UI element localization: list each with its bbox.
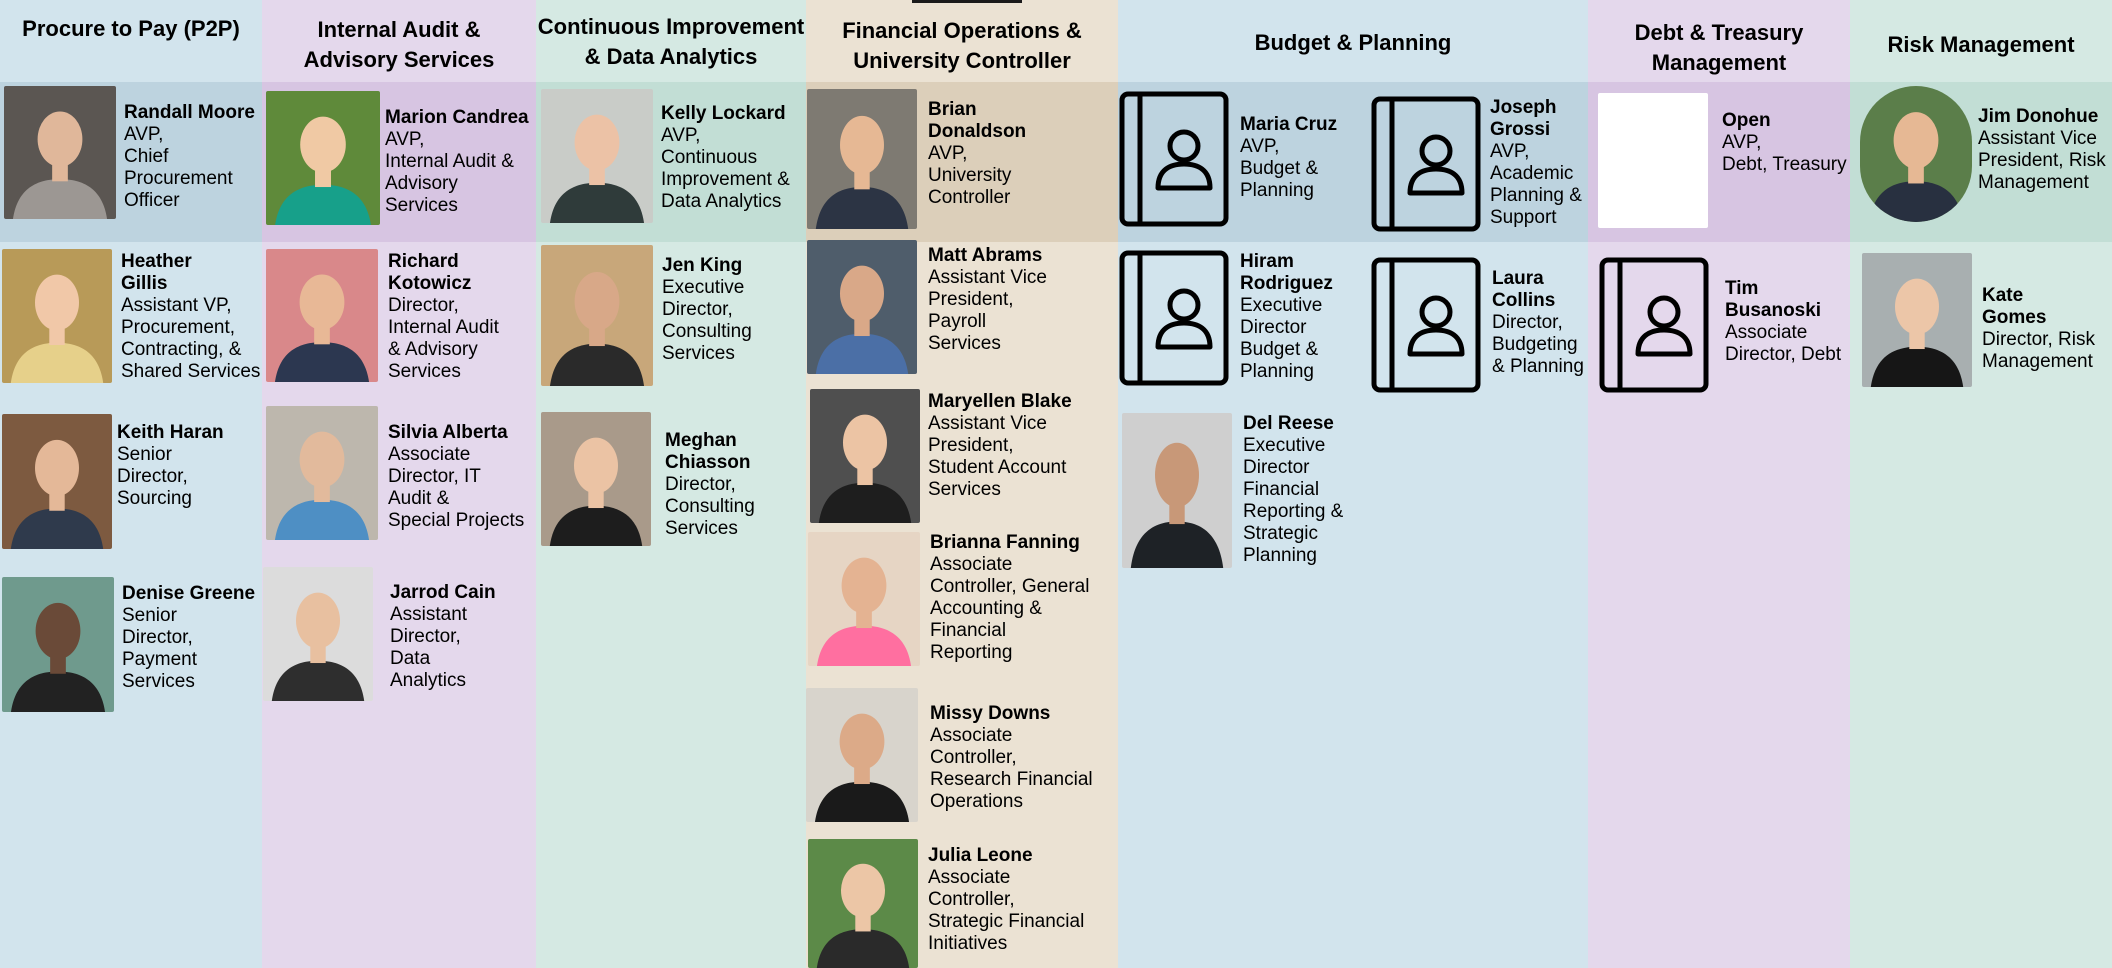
column-header: Procure to Pay (P2P)	[22, 16, 240, 41]
person-title: Director, Consulting Services	[665, 474, 755, 539]
person-photo	[266, 91, 380, 225]
person-name: Maryellen Blake	[928, 391, 1072, 412]
person-photo-placeholder	[1598, 93, 1708, 228]
person-name: Jim Donohue	[1978, 106, 2099, 127]
person-photo	[4, 86, 116, 219]
person-photo	[1860, 86, 1972, 222]
person-photo	[807, 89, 917, 229]
person-photo	[266, 406, 378, 540]
person-name: Denise Greene	[122, 583, 256, 604]
column-debt-treasury: Debt & Treasury Management Open AVP, Deb…	[1588, 0, 1850, 968]
person-name: Maria Cruz	[1240, 114, 1338, 135]
person-name: Laura Collins	[1492, 268, 1556, 311]
column-internal-audit: Internal Audit & Advisory Services Mario…	[262, 0, 536, 968]
person-name: Julia Leone	[928, 845, 1033, 866]
person-name: Matt Abrams	[928, 245, 1043, 266]
person-title: Director, Risk Management	[1982, 329, 2095, 372]
top-center-notch	[912, 0, 1022, 3]
contact-book-icon	[1598, 256, 1710, 394]
person-photo	[1862, 253, 1972, 387]
person-title: Senior Director, Payment Services	[122, 605, 197, 692]
person-title: Director, Internal Audit & Advisory Serv…	[388, 295, 499, 382]
person-name: Brianna Fanning	[930, 532, 1080, 553]
column-header: Financial Operations & University Contro…	[842, 18, 1082, 73]
person-name: Hiram Rodriguez	[1240, 251, 1333, 294]
contact-book-icon	[1370, 256, 1482, 394]
person-photo	[541, 245, 653, 386]
person-title: Executive Director, Consulting Services	[662, 277, 752, 364]
person-title: Assistant VP, Procurement, Contracting, …	[121, 295, 261, 382]
person-title: Associate Director, IT Audit & Special P…	[388, 444, 525, 531]
person-name: Del Reese	[1243, 413, 1334, 434]
contact-book-icon	[1118, 249, 1230, 387]
person-photo	[2, 577, 114, 712]
person-name: Kate Gomes	[1982, 285, 2047, 328]
person-name: Keith Haran	[117, 422, 224, 443]
column-financial-operations: Financial Operations & University Contro…	[806, 0, 1118, 968]
person-name: Heather Gillis	[121, 251, 192, 294]
person-name: Silvia Alberta	[388, 422, 508, 443]
column-header: Budget & Planning	[1254, 30, 1452, 55]
person-name: Randall Moore	[124, 102, 255, 123]
person-photo	[808, 839, 918, 968]
person-photo	[2, 249, 112, 383]
person-photo	[1122, 413, 1232, 568]
person-name: Jarrod Cain	[390, 582, 496, 603]
person-title: Associate Controller, Research Financial…	[930, 725, 1093, 812]
person-photo	[808, 532, 920, 666]
person-title: Associate Controller, General Accounting…	[930, 554, 1090, 663]
person-name: Tim Busanoski	[1725, 278, 1822, 321]
person-name: Open	[1722, 110, 1771, 131]
person-title: Assistant Vice President, Student Accoun…	[928, 413, 1067, 500]
person-photo	[263, 567, 373, 701]
person-photo	[807, 240, 917, 374]
person-photo	[541, 89, 653, 223]
person-photo	[266, 249, 378, 382]
person-name: Jen King	[662, 255, 743, 276]
person-title: Associate Director, Debt	[1725, 322, 1842, 365]
person-name: Missy Downs	[930, 703, 1051, 724]
column-header: Debt & Treasury Management	[1634, 20, 1804, 75]
column-header: Risk Management	[1887, 32, 2075, 57]
person-title: AVP, University Controller	[928, 143, 1012, 208]
person-title: AVP, Budget & Planning	[1240, 136, 1319, 201]
person-title: Executive Director Financial Reporting &…	[1243, 435, 1344, 566]
person-photo	[810, 389, 920, 523]
person-photo	[806, 688, 918, 822]
person-name: Brian Donaldson	[928, 99, 1027, 142]
leader-band	[1118, 82, 1588, 242]
column-risk-management: Risk Management Jim Donohue Assistant Vi…	[1850, 0, 2112, 968]
person-name: Marion Candrea	[385, 107, 529, 128]
person-title: AVP, Internal Audit & Advisory Services	[385, 129, 514, 216]
column-budget-planning: Budget & Planning Maria Cruz AVP, Budget…	[1118, 0, 1588, 968]
person-photo	[541, 412, 651, 546]
person-title: Executive Director Budget & Planning	[1240, 295, 1323, 382]
column-header: Continuous Improvement & Data Analytics	[537, 14, 805, 69]
person-name: Kelly Lockard	[661, 103, 786, 124]
person-title: Assistant Vice President, Risk Managemen…	[1978, 128, 2106, 193]
person-title: Director, Budgeting & Planning	[1492, 312, 1584, 377]
person-title: AVP, Chief Procurement Officer	[124, 124, 233, 211]
person-photo	[2, 414, 112, 549]
person-name: Richard Kotowicz	[388, 251, 472, 294]
person-name: Meghan Chiasson	[665, 430, 751, 473]
column-p2p: Procure to Pay (P2P) Randall Moore AVP, …	[0, 0, 262, 968]
person-title: AVP, Continuous Improvement & Data Analy…	[661, 125, 790, 212]
person-title: Assistant Director, Data Analytics	[390, 604, 468, 691]
contact-book-icon	[1118, 90, 1230, 228]
person-name: Joseph Grossi	[1490, 97, 1557, 140]
person-title: AVP, Academic Planning & Support	[1490, 141, 1582, 228]
person-title: Associate Controller, Strategic Financia…	[928, 867, 1085, 954]
person-title: Assistant Vice President, Payroll Servic…	[928, 267, 1047, 354]
contact-book-icon	[1370, 95, 1482, 233]
column-continuous-improvement: Continuous Improvement & Data Analytics …	[536, 0, 806, 968]
person-title: AVP, Debt, Treasury	[1722, 132, 1847, 175]
person-title: Senior Director, Sourcing	[117, 444, 192, 509]
column-header: Internal Audit & Advisory Services	[303, 17, 495, 72]
